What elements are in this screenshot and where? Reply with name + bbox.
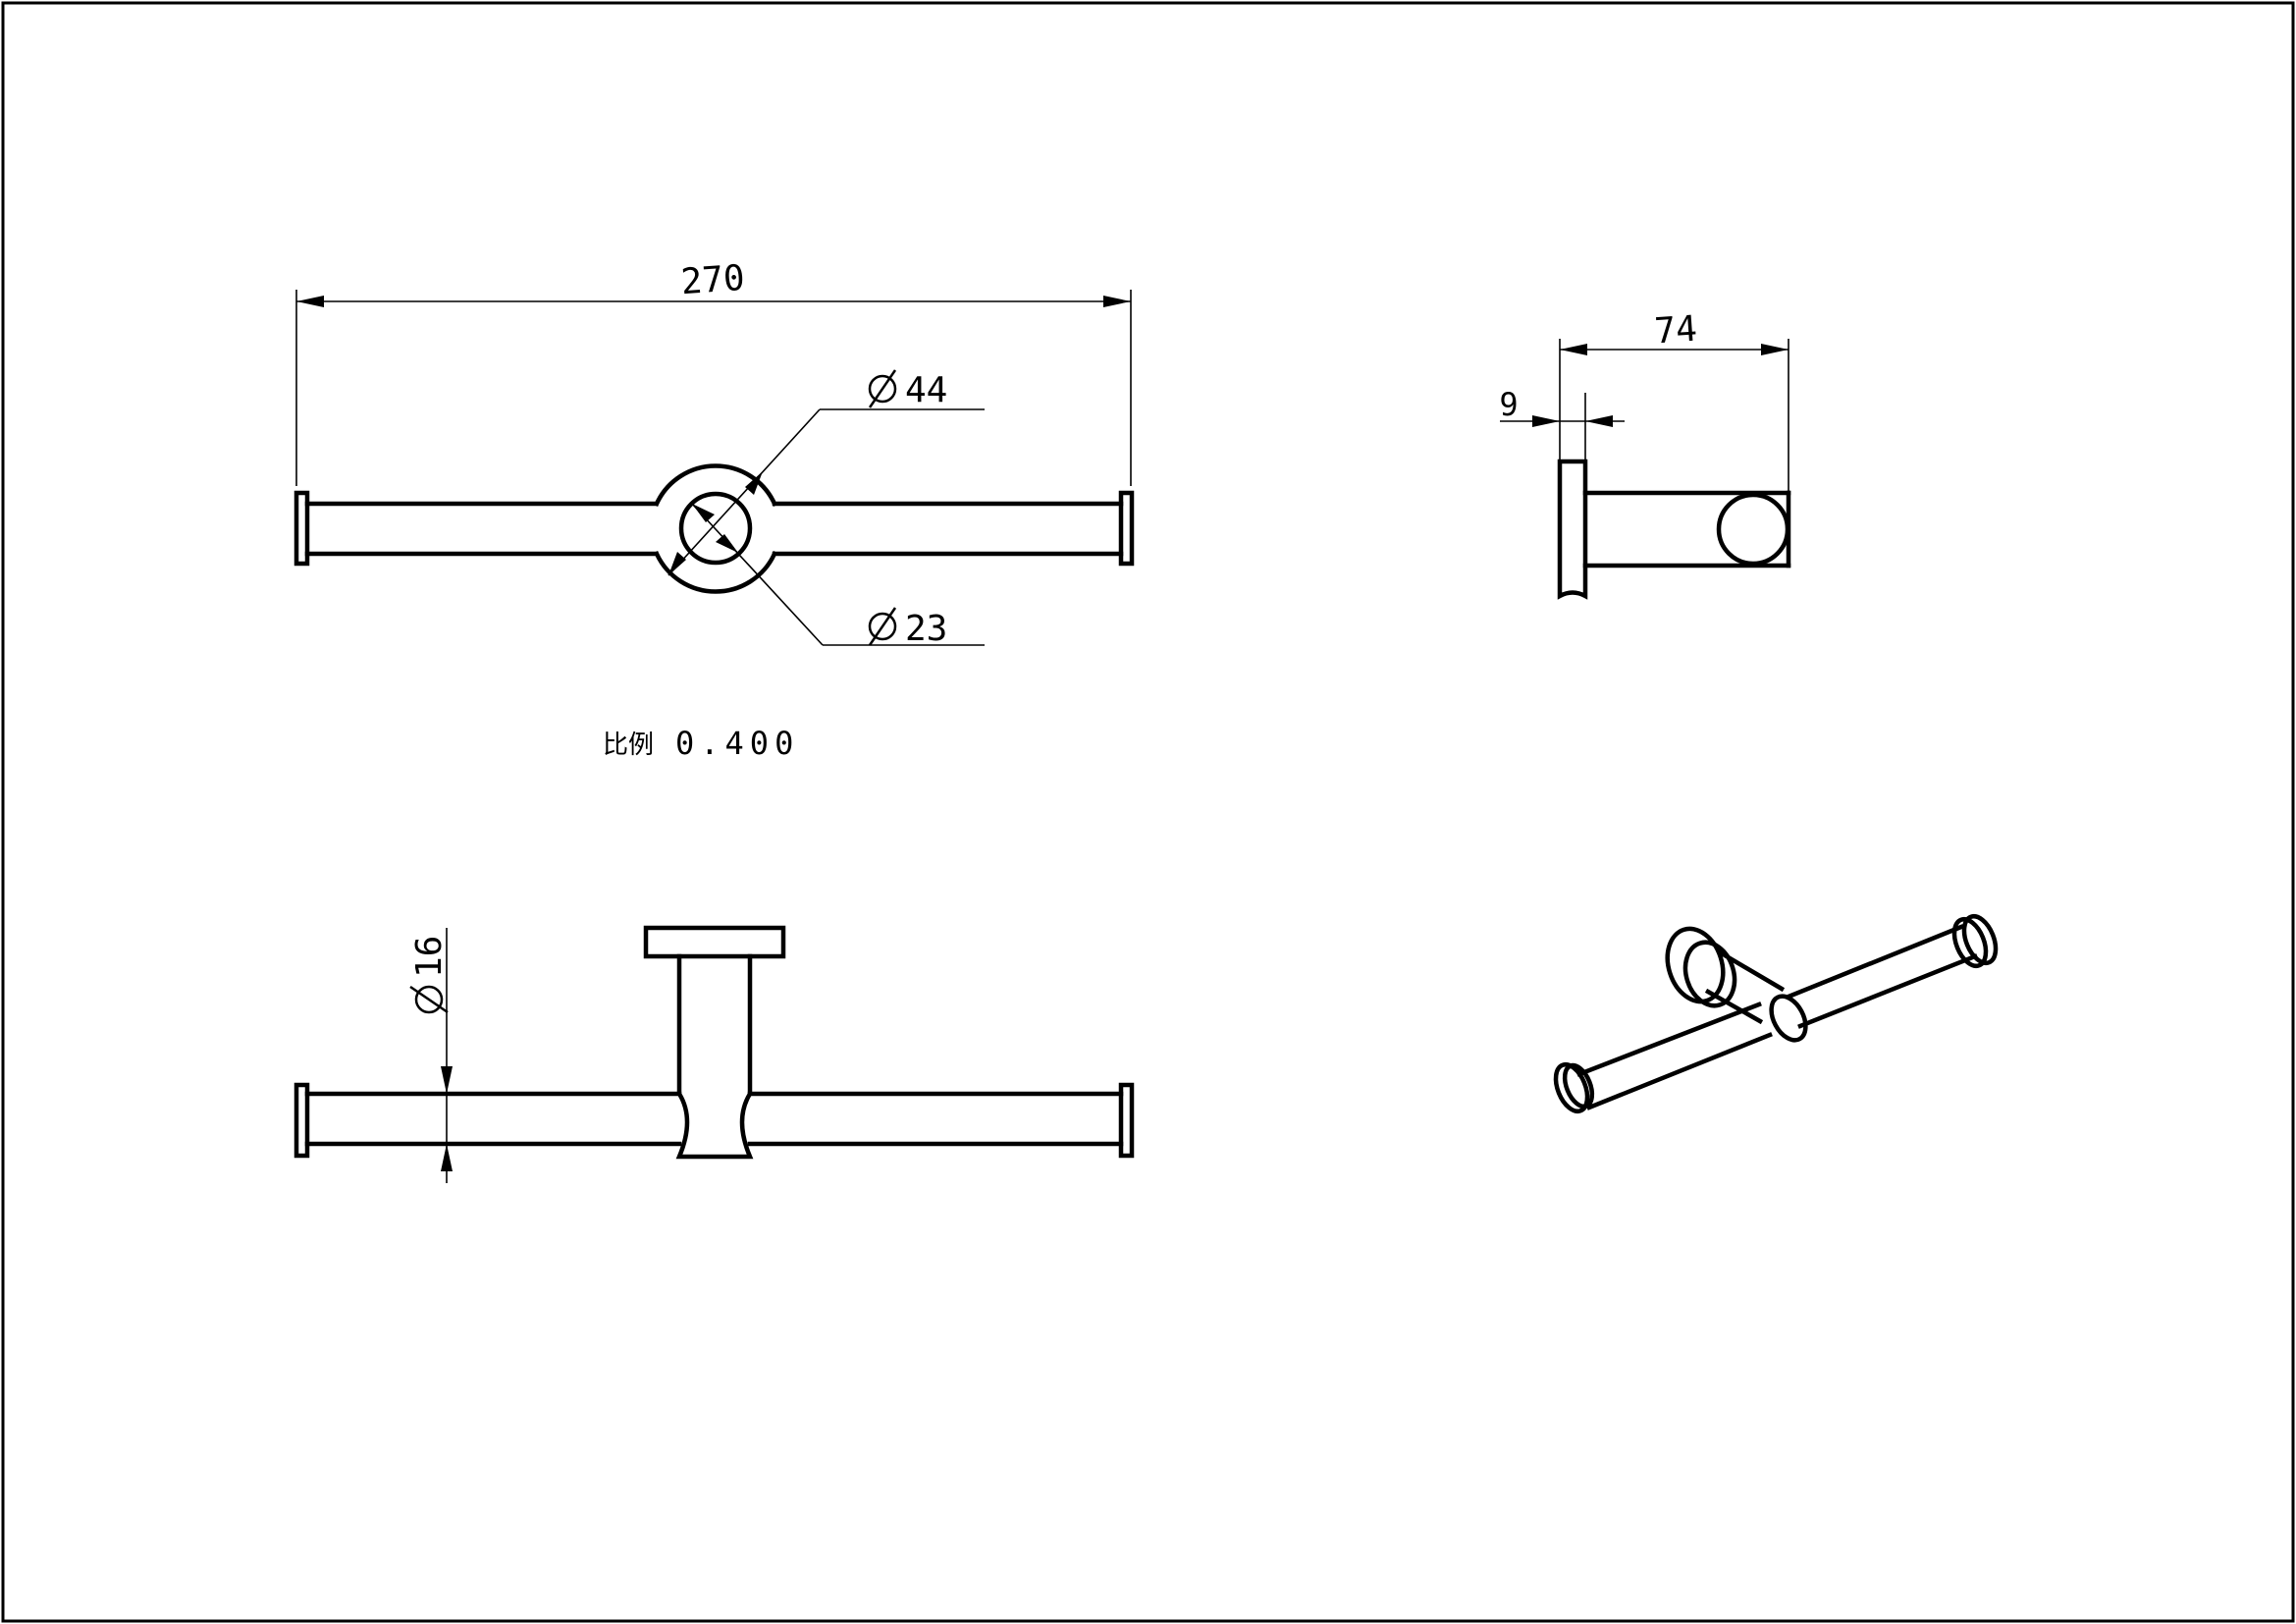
scale-label: 比例 xyxy=(603,731,654,760)
top-view: 16 xyxy=(294,925,1135,1183)
dimension-9-label: 9 xyxy=(1499,386,1518,423)
dimension-23-label: 23 xyxy=(905,609,947,649)
dimension-270: 270 xyxy=(295,258,1132,486)
iso-flange-back xyxy=(1665,926,1726,1004)
dimension-diameter-44: 44 xyxy=(667,369,985,576)
dimension-74-label: 74 xyxy=(1653,309,1698,352)
dimension-270-label: 270 xyxy=(679,258,746,302)
iso-left-bar xyxy=(1576,1001,1773,1110)
dimension-diameter-16: 16 xyxy=(409,928,461,1183)
isometric-view xyxy=(1553,913,1999,1114)
flange-circle xyxy=(654,463,777,594)
dimension-44-label: 44 xyxy=(905,370,947,410)
dimension-16-label: 16 xyxy=(409,936,450,978)
side-view: 74 9 xyxy=(1499,309,1791,600)
front-bar xyxy=(294,490,1135,567)
iso-right-cap-face xyxy=(1951,916,1989,969)
side-post xyxy=(1582,490,1791,568)
iso-right-cap xyxy=(1961,913,1999,966)
top-post xyxy=(675,953,754,1160)
side-flange xyxy=(1557,459,1588,600)
iso-post xyxy=(1704,948,1786,1025)
iso-flange-front xyxy=(1682,940,1737,1008)
side-bar-end xyxy=(1716,492,1790,567)
front-view: 270 44 xyxy=(294,258,1135,649)
iso-right-bar xyxy=(1786,924,1978,1029)
iso-post-end xyxy=(1769,994,1808,1043)
dimension-diameter-23: 23 xyxy=(691,503,985,649)
scale-note: 比例 0.400 xyxy=(603,725,799,762)
iso-left-cap xyxy=(1553,1061,1590,1114)
iso-left-cap-face xyxy=(1562,1062,1595,1110)
top-mounting-plate xyxy=(643,925,786,959)
scale-value: 0.400 xyxy=(675,725,799,762)
post-circle xyxy=(678,491,753,566)
top-bar xyxy=(294,1082,1135,1159)
dimension-9: 9 xyxy=(1499,386,1625,461)
dimension-74: 74 xyxy=(1559,309,1789,491)
